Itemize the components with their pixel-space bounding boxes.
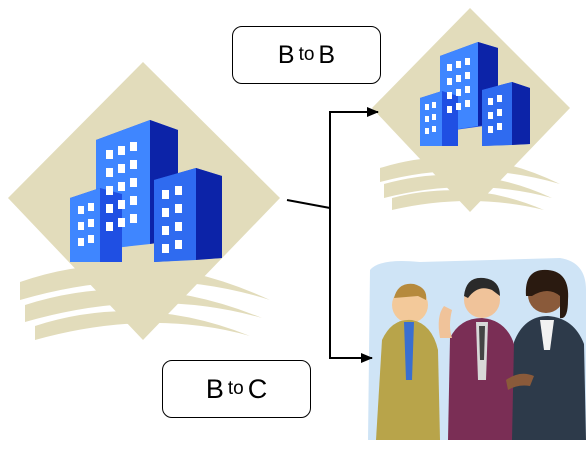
b2c-to: C [247, 373, 268, 404]
arrow-to-b2c [329, 208, 373, 363]
target-building-icon [372, 8, 570, 212]
b-to-c-label: B to C [162, 360, 311, 418]
b2b-word: to [298, 44, 315, 65]
source-building-icon [8, 62, 280, 340]
b-to-b-label: B to B [232, 26, 381, 84]
b2c-from: B [205, 373, 224, 404]
b2b-from: B [277, 40, 295, 69]
connector-from-source [286, 199, 331, 209]
business-people-icon [368, 258, 586, 440]
connector-lines [286, 107, 379, 363]
arrow-to-b2b [329, 107, 379, 208]
b2c-word: to [227, 378, 244, 399]
b2b-to: B [318, 40, 336, 69]
